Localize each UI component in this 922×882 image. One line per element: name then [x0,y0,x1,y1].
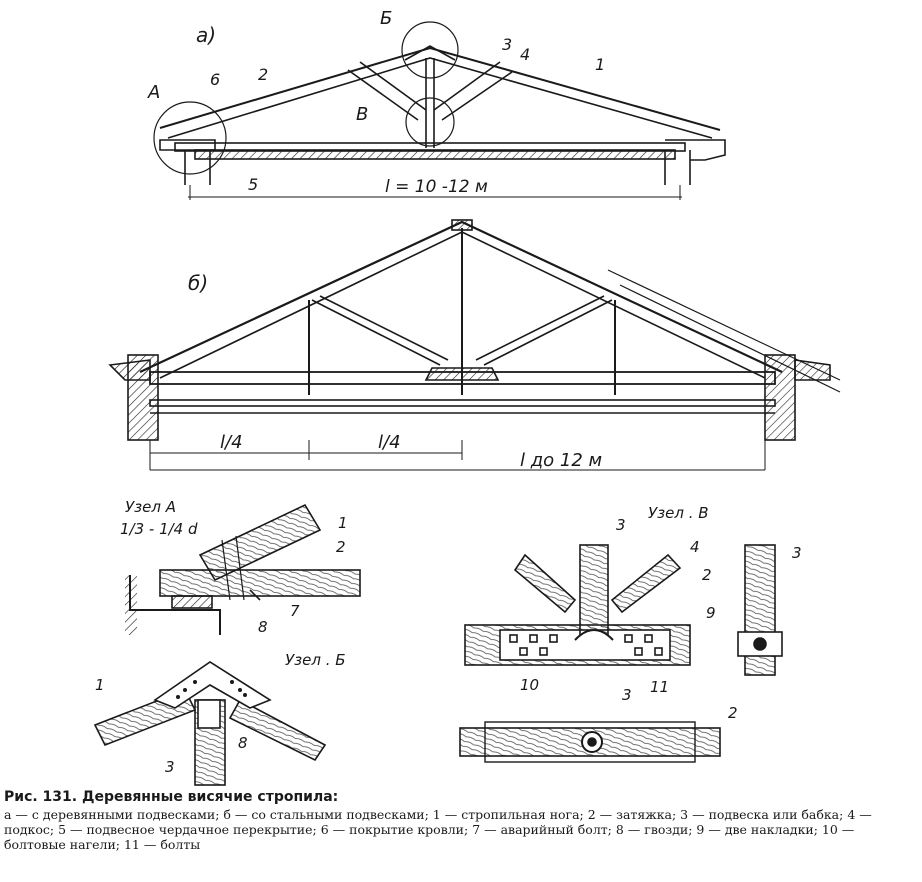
node-v-callout-4: 4 [690,538,700,556]
view-b-truss [108,219,841,471]
view-b-tag: б) [188,271,208,295]
view-a-truss [153,21,726,200]
node-v-callout-3c: 3 [792,544,802,562]
node-b-detail [93,661,327,786]
circle-b-label: Б [380,8,392,29]
circle-v-label: В [356,104,368,125]
node-v-title: Узел . В [648,504,709,522]
callout-a3: 3 [502,35,512,54]
node-v-detail [459,544,783,763]
node-b-callout-3: 3 [165,758,175,776]
node-v-callout-2a: 2 [702,566,712,584]
circle-a-label: А [147,82,160,103]
view-b-quarter-2: l/4 [378,432,401,453]
node-a-detail [125,503,361,635]
callout-a4: 4 [520,45,530,64]
node-b-callout-1: 1 [95,676,105,694]
node-v-callout-9: 9 [706,604,716,622]
figure-caption: Рис. 131. Деревянные висячие стропила: а… [4,789,916,853]
node-a-title: Узел А [125,498,176,516]
node-b-callout-8: 8 [238,734,248,752]
view-b-quarter-1: l/4 [220,432,243,453]
node-a-callout-1: 1 [338,514,348,532]
node-v-callout-3b: 3 [622,686,632,704]
callout-a2: 2 [258,65,268,84]
node-b-title: Узел . Б [285,651,346,669]
node-v-callout-11: 11 [650,678,669,696]
callout-a1: 1 [595,55,605,74]
caption-title: Рис. 131. Деревянные висячие стропила: [4,789,339,805]
caption-legend: а — с деревянными подвесками; б — со ста… [4,807,872,852]
callout-a5: 5 [248,175,258,194]
view-a-tag: а) [196,23,216,47]
node-a-callout-8: 8 [258,618,268,636]
node-v-callout-2b: 2 [728,704,738,722]
callout-a6: 6 [210,70,220,89]
node-a-dim: 1/3 - 1/4 d [120,520,198,538]
node-a-callout-2: 2 [336,538,346,556]
node-a-callout-7: 7 [290,602,300,620]
node-v-callout-10: 10 [520,676,539,694]
truss-diagram: а) l = 10 -12 м А Б В 1 2 3 4 5 6 б) l/4… [93,8,841,786]
view-a-span-label: l = 10 -12 м [385,177,488,197]
view-b-span-label: l до 12 м [520,450,602,471]
node-v-callout-3a: 3 [616,516,626,534]
